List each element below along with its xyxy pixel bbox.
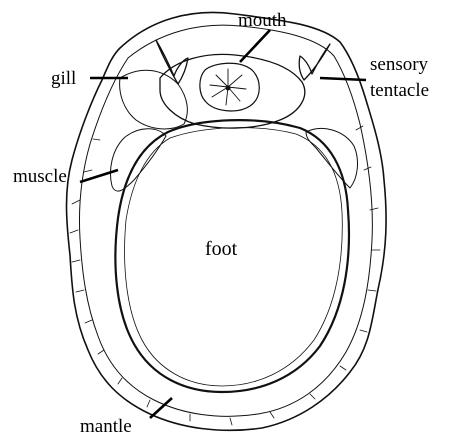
mouth-opening	[226, 86, 231, 91]
leader-lines	[80, 30, 366, 418]
right-tentacle-icon	[299, 44, 330, 80]
label-foot: foot	[205, 238, 238, 260]
label-mouth: mouth	[238, 10, 287, 31]
label-tentacle: tentacle	[370, 80, 429, 101]
label-muscle: muscle	[13, 166, 67, 187]
label-mantle: mantle	[80, 416, 132, 437]
mantle-leader	[150, 398, 172, 418]
label-gill: gill	[51, 68, 76, 89]
head	[160, 54, 305, 128]
label-sensory: sensory	[370, 54, 429, 75]
mantle-inner-edge	[79, 25, 372, 416]
mouth-leader	[240, 30, 270, 62]
gill-region	[120, 70, 188, 129]
right-muscle-region	[306, 128, 357, 188]
